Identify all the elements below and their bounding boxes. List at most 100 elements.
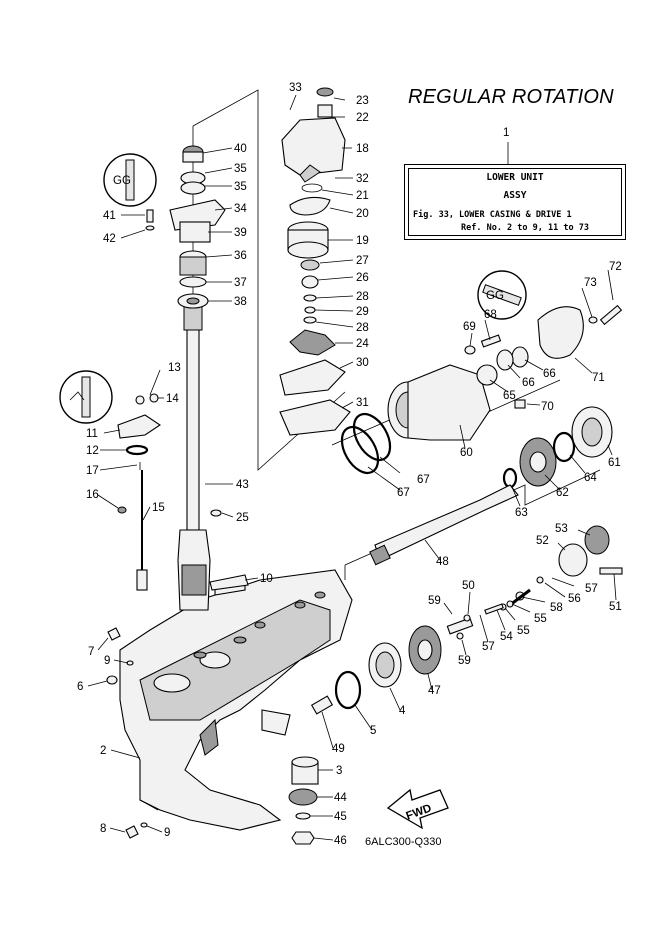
- callout-72: 72: [609, 261, 622, 273]
- diagram-title: REGULAR ROTATION: [408, 86, 614, 108]
- callout-40: 40: [234, 143, 247, 155]
- callout-16: 16: [86, 489, 99, 501]
- callout-9b: 9: [164, 827, 170, 839]
- callout-46: 46: [334, 835, 347, 847]
- fwd-arrow: FWD: [386, 788, 449, 830]
- callout-31: 31: [356, 397, 369, 409]
- callout-61: 61: [608, 457, 621, 469]
- callout-52: 52: [536, 535, 549, 547]
- callout-10: 10: [260, 573, 273, 585]
- callout-66a: 66: [522, 377, 535, 389]
- callout-14: 14: [166, 393, 179, 405]
- callout-66b: 66: [543, 368, 556, 380]
- callout-51: 51: [609, 601, 622, 613]
- callout-41: 41: [103, 210, 116, 222]
- callout-32: 32: [356, 173, 369, 185]
- callout-55a: 55: [517, 625, 530, 637]
- callout-28a: 28: [356, 291, 369, 303]
- callout-35b: 35: [234, 181, 247, 193]
- callout-67a: 67: [417, 474, 430, 486]
- callout-4: 4: [399, 705, 406, 717]
- callout-11: 11: [86, 428, 98, 440]
- callout-62: 62: [556, 487, 569, 499]
- callout-47: 47: [428, 685, 441, 697]
- callout-25: 25: [236, 512, 249, 524]
- callout-67b: 67: [397, 487, 410, 499]
- callout-3: 3: [336, 765, 342, 777]
- callout-35a: 35: [234, 163, 247, 175]
- callout-22: 22: [356, 112, 369, 124]
- callout-59b: 59: [458, 655, 471, 667]
- callout-60: 60: [460, 447, 473, 459]
- info-box-line-3: Fig. 33, LOWER CASING & DRIVE 1: [413, 210, 572, 220]
- callout-5: 5: [370, 725, 376, 737]
- lower-unit-info-box: LOWER UNIT ASSY Fig. 33, LOWER CASING & …: [404, 164, 626, 240]
- callout-leaders: [87, 94, 617, 841]
- callout-57a: 57: [482, 641, 495, 653]
- callout-27: 27: [356, 255, 369, 267]
- diagram-code: 6ALC300-Q330: [365, 836, 442, 848]
- callout-63: 63: [515, 507, 528, 519]
- callout-36: 36: [234, 250, 247, 262]
- callout-49: 49: [332, 743, 345, 755]
- info-box-line-2: ASSY: [503, 190, 527, 201]
- callout-19: 19: [356, 235, 369, 247]
- callout-28b: 28: [356, 322, 369, 334]
- callout-73: 73: [584, 277, 597, 289]
- callout-53: 53: [555, 523, 568, 535]
- shift-parts: [106, 209, 249, 839]
- info-box-line-1: LOWER UNIT: [486, 172, 544, 183]
- callout-57b: 57: [585, 583, 598, 595]
- callout-37: 37: [234, 277, 247, 289]
- lower-casing: [119, 569, 353, 831]
- callout-70: 70: [541, 401, 554, 413]
- callout-7: 7: [88, 646, 94, 658]
- callout-54: 54: [500, 631, 513, 643]
- callout-26: 26: [356, 272, 369, 284]
- callout-15: 15: [152, 502, 165, 514]
- callout-17: 17: [86, 465, 99, 477]
- prop-shaft-gears: [288, 406, 623, 845]
- callout-33: 33: [289, 82, 302, 94]
- callout-69: 69: [463, 321, 476, 333]
- callout-43: 43: [236, 479, 249, 491]
- callout-65: 65: [503, 390, 516, 402]
- callout-64: 64: [584, 472, 597, 484]
- svg-text:GG: GG: [113, 175, 131, 187]
- detail-circles: GG GG: [59, 153, 527, 424]
- callout-21: 21: [356, 190, 369, 202]
- callout-12: 12: [86, 445, 99, 457]
- callout-20: 20: [356, 208, 369, 220]
- callout-44: 44: [334, 792, 347, 804]
- callout-71: 71: [592, 372, 605, 384]
- callout-13: 13: [168, 362, 181, 374]
- info-box-line-4: Ref. No. 2 to 9, 11 to 73: [461, 223, 589, 233]
- callout-2: 2: [100, 745, 106, 757]
- callout-30: 30: [356, 357, 369, 369]
- callout-18: 18: [356, 143, 369, 155]
- callout-55b: 55: [534, 613, 547, 625]
- svg-text:GG: GG: [486, 290, 504, 302]
- drive-shaft: [177, 299, 211, 611]
- info-box-ref-number: 1: [503, 127, 510, 139]
- callout-34: 34: [234, 203, 247, 215]
- callout-50: 50: [462, 580, 475, 592]
- callout-29: 29: [356, 306, 369, 318]
- seal-stack: [169, 145, 226, 309]
- callout-42: 42: [103, 233, 116, 245]
- callout-38: 38: [234, 296, 247, 308]
- callout-59a: 59: [428, 595, 441, 607]
- info-box-inner-border: [408, 168, 622, 236]
- callout-58: 58: [550, 602, 563, 614]
- callout-9a: 9: [104, 655, 110, 667]
- callout-6: 6: [77, 681, 83, 693]
- callout-8: 8: [100, 823, 106, 835]
- callout-24: 24: [356, 338, 369, 350]
- callout-23: 23: [356, 95, 369, 107]
- callout-numbers: 33 23 22 18 32 21 20 19 27 26 28 29 28 2…: [77, 82, 622, 847]
- water-pump-stack: [279, 87, 351, 436]
- o-rings-67: [340, 412, 392, 475]
- callout-68: 68: [484, 309, 497, 321]
- callout-39: 39: [234, 227, 247, 239]
